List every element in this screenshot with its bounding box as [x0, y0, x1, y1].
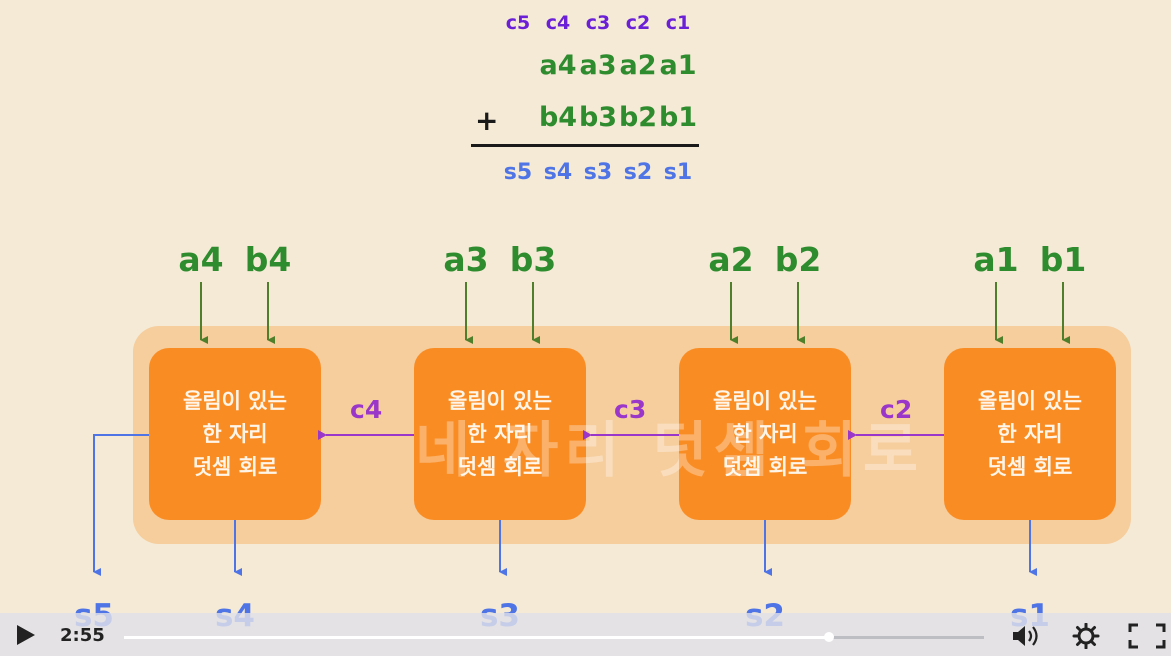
adder-label-line: 덧셈 회로 [192, 454, 278, 479]
adder-label-line: 덧셈 회로 [987, 454, 1073, 479]
sum-row: s5 s4 s3 s2 s1 [498, 160, 698, 185]
a-operand-row: a4 a3 a2 a1 [538, 50, 698, 81]
adder-label-line: 덧셈 회로 [722, 454, 808, 479]
plus-sign: + [475, 104, 499, 137]
carry-term: c4 [545, 12, 571, 34]
full-adder-block: 올림이 있는 한 자리 덧셈 회로 [944, 348, 1116, 520]
adder-label-line: 올림이 있는 [713, 388, 817, 413]
input-a-label: a3 [443, 240, 489, 279]
carry-term: c3 [585, 12, 611, 34]
progress-bar[interactable] [124, 632, 984, 642]
input-b-label: b4 [244, 240, 292, 279]
sum-term: s3 [583, 160, 613, 185]
adder-label-line: 덧셈 회로 [457, 454, 543, 479]
a-term: a4 [539, 50, 577, 81]
adder-label-line: 한 자리 [732, 421, 798, 446]
adder-label-line: 한 자리 [467, 421, 533, 446]
carry-term: c1 [665, 12, 691, 34]
progress-fill [124, 636, 830, 639]
input-b-label: b3 [509, 240, 557, 279]
current-time: 2:55 [60, 625, 105, 646]
settings-icon[interactable] [1072, 622, 1102, 650]
b-term: b1 [658, 102, 698, 133]
adder-label-line: 한 자리 [202, 421, 268, 446]
carry-label: c2 [880, 395, 913, 424]
video-control-bar: 2:55 [0, 613, 1171, 656]
sum-term: s2 [623, 160, 653, 185]
b-term: b3 [578, 102, 618, 133]
input-a-label: a2 [708, 240, 754, 279]
watermark-title: 네 자리 덧셈 회로 [415, 416, 925, 486]
sum-term: s5 [503, 160, 533, 185]
b-term: b2 [618, 102, 658, 133]
input-b-label: b1 [1039, 240, 1087, 279]
carry-label: c4 [350, 395, 383, 424]
a-term: a3 [579, 50, 617, 81]
adder-label-line: 올림이 있는 [978, 388, 1082, 413]
adder-label-line: 올림이 있는 [183, 388, 287, 413]
input-a-label: a1 [973, 240, 1019, 279]
sum-term: s4 [543, 160, 573, 185]
fullscreen-icon[interactable] [1128, 623, 1166, 649]
play-icon[interactable] [14, 624, 36, 646]
adder-label-line: 올림이 있는 [448, 388, 552, 413]
carry-row: c5 c4 c3 c2 c1 [498, 12, 698, 34]
carry-label: c3 [614, 395, 647, 424]
volume-icon[interactable] [1010, 623, 1040, 649]
full-adder-block: 올림이 있는 한 자리 덧셈 회로 [149, 348, 321, 520]
sum-divider-line [471, 144, 699, 147]
adder-label-line: 한 자리 [997, 421, 1063, 446]
input-b-label: b2 [774, 240, 822, 279]
b-term: b4 [538, 102, 578, 133]
a-term: a1 [659, 50, 697, 81]
carry-term: c2 [625, 12, 651, 34]
full-adder-block: 올림이 있는 한 자리 덧셈 회로 [414, 348, 586, 520]
carry-out-wire [93, 434, 149, 576]
b-operand-row: b4 b3 b2 b1 [538, 102, 698, 133]
carry-term: c5 [505, 12, 531, 34]
full-adder-block: 올림이 있는 한 자리 덧셈 회로 [679, 348, 851, 520]
progress-scrubber[interactable] [824, 632, 835, 642]
input-a-label: a4 [178, 240, 224, 279]
a-term: a2 [619, 50, 657, 81]
sum-term: s1 [663, 160, 693, 185]
